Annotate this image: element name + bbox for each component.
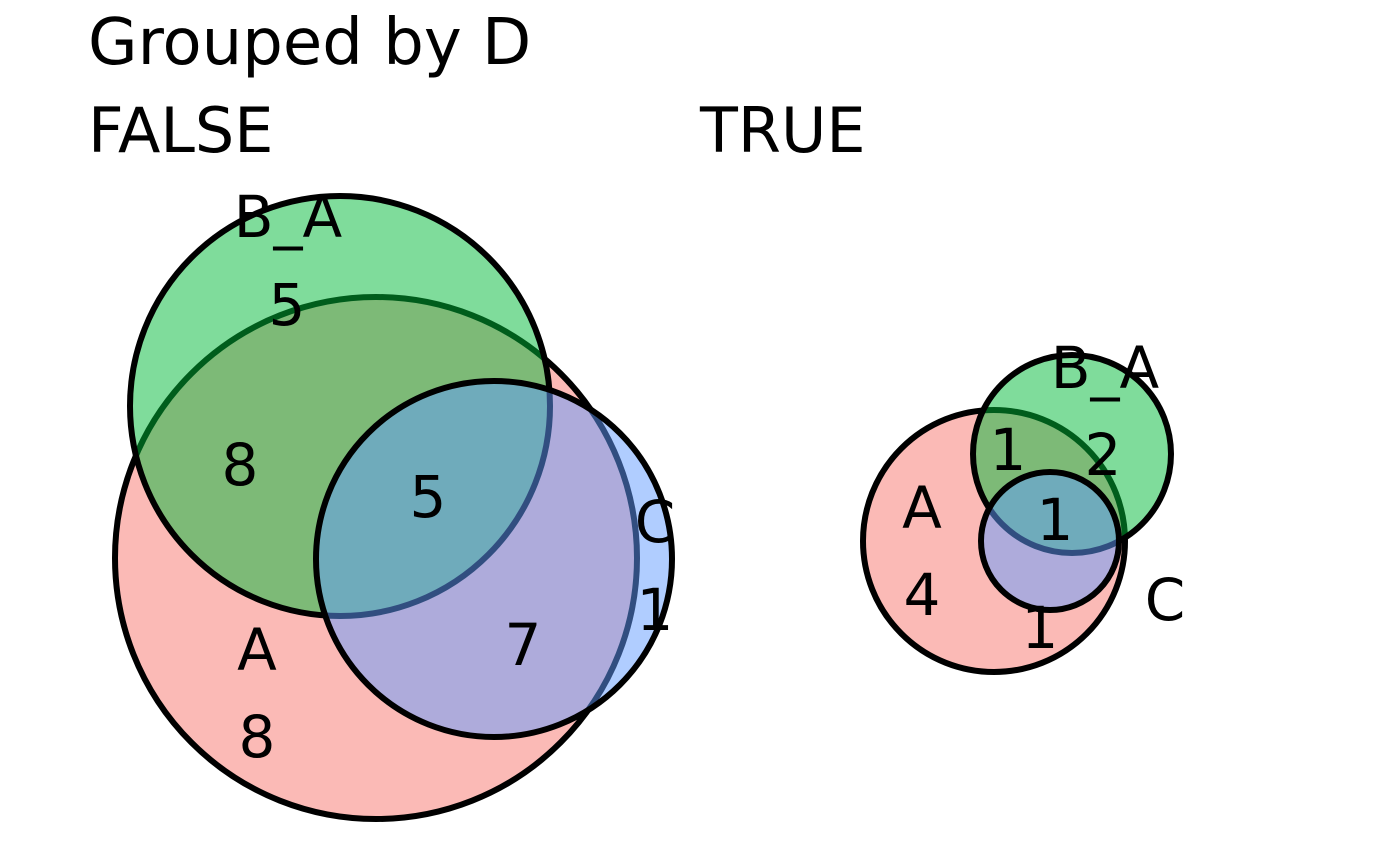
region-count: 2 xyxy=(1085,421,1122,489)
set-label: C xyxy=(1145,566,1186,634)
region-count: 1 xyxy=(637,576,674,644)
region-count: 7 xyxy=(505,611,542,679)
set-circle-c-false xyxy=(313,378,675,740)
set-label: A xyxy=(237,616,277,684)
region-count: 8 xyxy=(222,431,259,499)
set-label: B_A xyxy=(234,183,343,251)
region-count: 1 xyxy=(1022,594,1059,662)
region-count: 5 xyxy=(410,463,447,531)
region-count: 4 xyxy=(904,561,941,629)
chart-title: Grouped by D xyxy=(88,6,531,80)
set-label: C xyxy=(635,488,676,556)
region-count: 1 xyxy=(990,416,1027,484)
region-count: 5 xyxy=(269,271,306,339)
set-circle-c-true xyxy=(978,469,1122,613)
panel-label-true: TRUE xyxy=(699,94,866,167)
set-label: B_A xyxy=(1051,334,1160,402)
region-count: 1 xyxy=(1037,486,1074,554)
panel-label-false: FALSE xyxy=(88,94,273,167)
set-label: A xyxy=(902,474,942,542)
region-count: 8 xyxy=(239,703,276,771)
